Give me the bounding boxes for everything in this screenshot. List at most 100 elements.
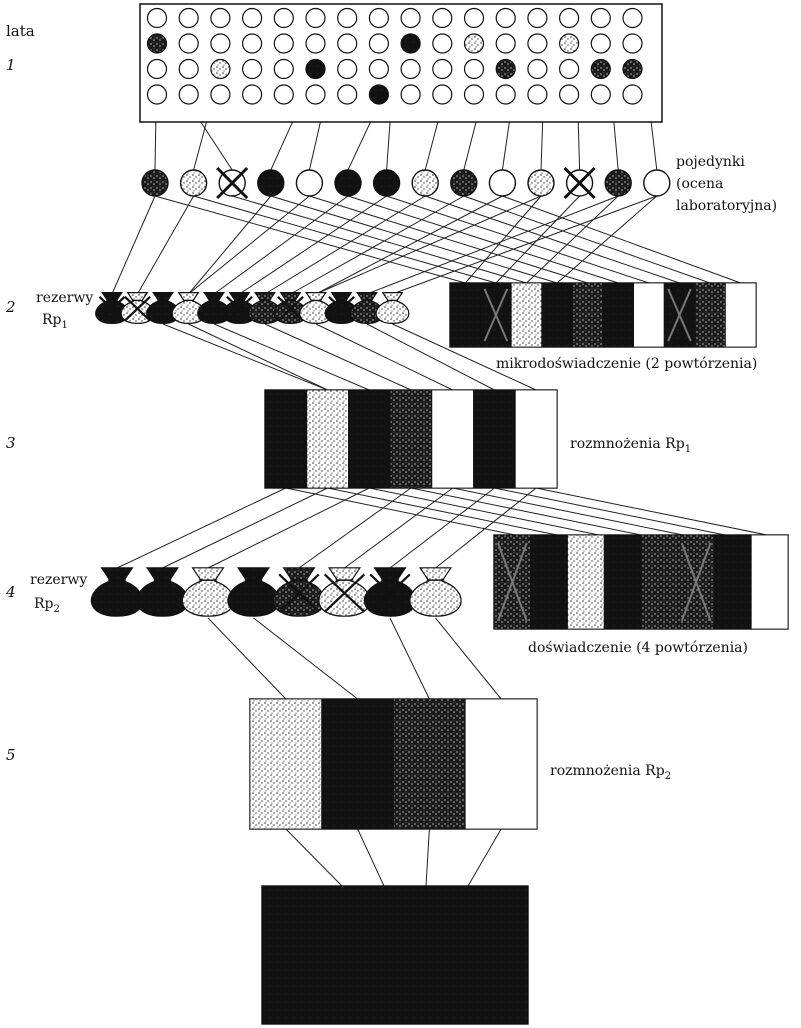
single-plant-circle (450, 169, 478, 197)
seed-bag-rp2 (318, 567, 371, 617)
rejected-cross-mark (667, 288, 692, 342)
field-plant-circle (305, 33, 326, 54)
field-plant-circle (590, 33, 611, 54)
connector-line (315, 323, 453, 391)
rejected-cross-mark (278, 573, 320, 613)
seed-bag-body (171, 292, 206, 325)
connector-line (369, 487, 600, 536)
field-plant-circle (242, 58, 263, 80)
field-plant-circle (178, 7, 199, 29)
single-plant-circle (334, 169, 362, 197)
field-plant-circle (368, 33, 389, 54)
field-plant-circle (368, 84, 389, 105)
rejected-cross-mark (124, 296, 151, 322)
seed-bag-rp1 (222, 292, 257, 325)
field-plant-circle (463, 58, 485, 80)
field-plant-circle (210, 7, 231, 29)
connector-line (467, 828, 502, 887)
rejected-cross-mark (563, 166, 596, 200)
micro-trial-plot (541, 282, 573, 348)
multiplication-rp1-plot (389, 389, 433, 489)
field-plant-circle (273, 58, 294, 80)
seed-bag-rp1 (324, 292, 359, 325)
seed-bag-body (197, 292, 231, 325)
field-plant-circle (305, 7, 326, 29)
rejected-cross-mark (680, 542, 712, 622)
field-plant-circle (590, 58, 611, 80)
field-plant-circle (432, 58, 453, 80)
field-plant-circle (273, 33, 294, 54)
final-variety-block (261, 885, 529, 1025)
connector-line (494, 487, 726, 536)
micro-trial-plot (572, 282, 604, 348)
connector-lines (111, 27, 768, 887)
rejected-cross-mark (226, 296, 253, 322)
seed-bag-rp1 (120, 292, 155, 325)
connector-line (556, 195, 658, 284)
connector-line (425, 195, 680, 284)
connector-line (162, 323, 328, 391)
field-plant-circle (242, 7, 263, 29)
single-plant-circle (295, 169, 324, 197)
singles-label-line-1: pojedynki (676, 154, 745, 170)
connector-line (344, 487, 454, 569)
seed-bag-body (90, 567, 144, 617)
single-plant-circle (488, 169, 517, 197)
connector-line (389, 617, 430, 700)
field-plant-circle (432, 7, 453, 29)
field-plant-circle (178, 58, 199, 80)
single-plant-circle (411, 169, 439, 197)
multiplication-rp2-plot (464, 698, 538, 830)
connector-line (425, 828, 430, 887)
connector-line (298, 487, 412, 569)
field-plant-circle (178, 84, 199, 105)
field-plant-circle (622, 84, 643, 105)
single-plant-circle (141, 169, 169, 197)
connector-line (495, 195, 580, 284)
connector-line (188, 195, 310, 295)
micro-trial-plot (449, 282, 482, 348)
field-plant-circle (495, 33, 516, 54)
field-plant-circle (527, 33, 548, 54)
rejected-cross-mark (98, 296, 126, 322)
field-plant-circle (622, 58, 643, 80)
seed-bag-rp1 (95, 292, 129, 325)
rejected-cross-mark (277, 296, 304, 322)
trial-plot (603, 534, 642, 630)
connector-line (410, 487, 642, 536)
connector-line (264, 195, 426, 295)
multiplication-rp1-label: rozmnożenia Rp1 (570, 436, 691, 455)
connector-line (207, 487, 370, 569)
connector-line (116, 487, 287, 569)
singles-label-line-2: (ocena (676, 176, 723, 192)
connector-line (290, 195, 465, 295)
field-plant-circle (242, 84, 263, 105)
field-plant-circle (178, 33, 199, 54)
reserve-rp1-name: Rp1 (42, 312, 68, 331)
year-1-label: 1 (6, 56, 16, 74)
connector-line (435, 487, 537, 569)
seed-bag-rp2 (409, 567, 462, 617)
micro-trial-label: mikrodoświadczenie (2 powtórzenia) (496, 356, 757, 372)
connector-line (213, 323, 370, 391)
connector-line (253, 617, 358, 700)
connector-line (207, 617, 287, 700)
micro-trial-plot (510, 282, 543, 348)
multiplication-rp1-plot (306, 389, 349, 489)
reserve-rp2-label: rezerwy (30, 572, 87, 588)
field-plant-circle (463, 7, 485, 29)
field-plant-circle (273, 7, 294, 29)
trial-plot (750, 534, 789, 630)
field-plant-circle (463, 84, 485, 105)
year-5-label: 5 (6, 746, 16, 764)
field-plant-circle (590, 7, 611, 29)
multiplication-rp2-plot (321, 698, 394, 830)
connector-line (193, 195, 497, 284)
field-plant-circle (495, 58, 516, 80)
field-plant-circle (558, 7, 580, 29)
seed-bag-rp2 (363, 567, 417, 617)
field-plant-circle (146, 58, 168, 80)
field-plant-circle (590, 84, 611, 105)
single-plant-circle (372, 169, 401, 197)
